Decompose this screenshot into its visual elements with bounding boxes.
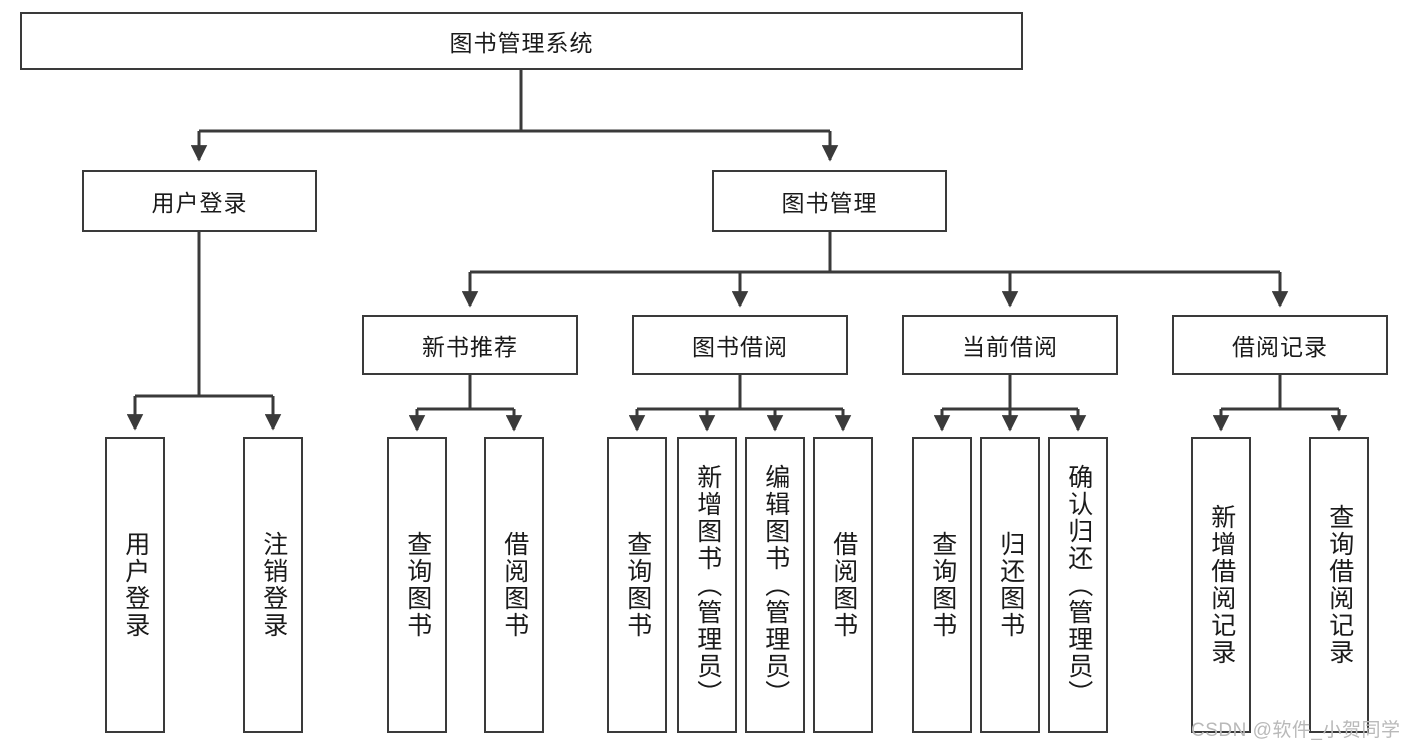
node-leaf-query-record[interactable]: 查询借阅记录 [1309, 437, 1369, 733]
node-root[interactable]: 图书管理系统 [20, 12, 1023, 70]
node-leaf-add-book[interactable]: 新增图书（管理员） [677, 437, 737, 733]
node-leaf-query-book-1[interactable]: 查询图书 [387, 437, 447, 733]
node-leaf-borrow-book-1[interactable]: 借阅图书 [484, 437, 544, 733]
node-leaf-confirm-return-label: 确认归还（管理员） [1064, 463, 1093, 707]
node-book-borrow[interactable]: 图书借阅 [632, 315, 848, 375]
node-book-management-label: 图书管理 [781, 190, 878, 216]
node-leaf-return-book[interactable]: 归还图书 [980, 437, 1040, 733]
node-leaf-add-book-label: 新增图书（管理员） [693, 463, 722, 707]
node-leaf-edit-book-label: 编辑图书（管理员） [761, 463, 790, 707]
node-book-management[interactable]: 图书管理 [712, 170, 947, 232]
node-leaf-query-book-1-label: 查询图书 [403, 531, 432, 639]
node-leaf-edit-book[interactable]: 编辑图书（管理员） [745, 437, 805, 733]
node-leaf-borrow-book-2[interactable]: 借阅图书 [813, 437, 873, 733]
node-leaf-user-login[interactable]: 用户登录 [105, 437, 165, 733]
node-leaf-borrow-book-1-label: 借阅图书 [500, 531, 529, 639]
csdn-watermark: CSDN @软件_小贺同学 [1191, 720, 1401, 741]
node-leaf-query-book-3-label: 查询图书 [928, 531, 957, 639]
node-leaf-logout-login[interactable]: 注销登录 [243, 437, 303, 733]
node-leaf-logout-login-label: 注销登录 [259, 531, 288, 639]
node-leaf-confirm-return[interactable]: 确认归还（管理员） [1048, 437, 1108, 733]
node-root-label: 图书管理系统 [449, 30, 594, 56]
node-leaf-query-book-3[interactable]: 查询图书 [912, 437, 972, 733]
node-book-borrow-label: 图书借阅 [692, 334, 788, 360]
node-leaf-query-record-label: 查询借阅记录 [1325, 504, 1354, 666]
node-leaf-add-record[interactable]: 新增借阅记录 [1191, 437, 1251, 733]
node-leaf-user-login-label: 用户登录 [121, 531, 150, 639]
node-new-book-recommend-label: 新书推荐 [422, 334, 518, 360]
node-new-book-recommend[interactable]: 新书推荐 [362, 315, 578, 375]
node-leaf-return-book-label: 归还图书 [996, 531, 1025, 639]
node-user-login-label: 用户登录 [151, 190, 248, 216]
node-user-login[interactable]: 用户登录 [82, 170, 317, 232]
node-leaf-add-record-label: 新增借阅记录 [1207, 504, 1236, 666]
node-current-borrow-label: 当前借阅 [962, 334, 1058, 360]
node-leaf-borrow-book-2-label: 借阅图书 [829, 531, 858, 639]
node-leaf-query-book-2-label: 查询图书 [623, 531, 652, 639]
node-borrow-record-label: 借阅记录 [1232, 334, 1328, 360]
node-leaf-query-book-2[interactable]: 查询图书 [607, 437, 667, 733]
node-borrow-record[interactable]: 借阅记录 [1172, 315, 1388, 375]
node-current-borrow[interactable]: 当前借阅 [902, 315, 1118, 375]
